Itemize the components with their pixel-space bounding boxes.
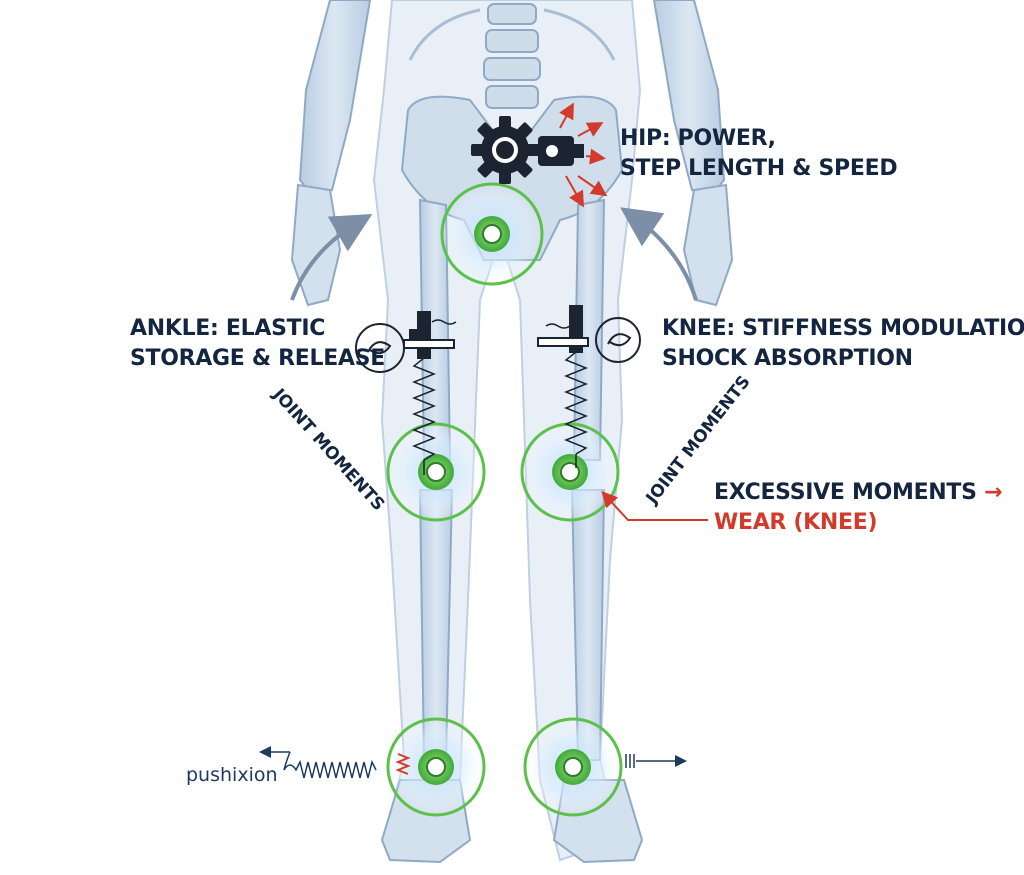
left-ankle-joint-marker — [386, 717, 486, 817]
hip-label: HIP: POWER, STEP LENGTH & SPEED — [620, 124, 898, 184]
right-knee-joint-marker — [520, 422, 620, 522]
rib-cage — [408, 8, 616, 61]
ankle-label-line1: ANKLE: ELASTIC — [130, 316, 326, 341]
ankle-label-line2: STORAGE & RELEASE — [130, 346, 385, 371]
knee-spring-actuator-icon — [537, 305, 641, 468]
push-spring-icon — [259, 746, 411, 779]
left-arm — [298, 0, 372, 202]
ankle-spring-actuator-icon — [355, 311, 457, 475]
ankle-label: ANKLE: ELASTIC STORAGE & RELEASE — [130, 314, 385, 374]
hip-label-line2: STEP LENGTH & SPEED — [620, 156, 898, 181]
excessive-line1: EXCESSIVE MOMENTS — [714, 480, 977, 505]
knee-label-line1: KNEE: STIFFNESS MODULATION, — [662, 316, 1024, 341]
excessive-moments-label: EXCESSIVE MOMENTS → WEAR (KNEE) — [714, 478, 1002, 538]
right-hand — [682, 183, 734, 307]
pushixion-label: pushixion — [186, 764, 278, 786]
excessive-arrow: → — [984, 480, 1003, 505]
hip-label-line1: HIP: POWER, — [620, 126, 776, 151]
knee-label: KNEE: STIFFNESS MODULATION, SHOCK ABSORP… — [662, 314, 1024, 374]
hip-force-arrows — [559, 102, 608, 208]
left-knee-joint-marker — [386, 422, 486, 522]
right-grey-curved-arrow — [620, 207, 698, 301]
excessive-line2: WEAR (KNEE) — [714, 510, 878, 535]
left-grey-curved-arrow — [290, 214, 373, 301]
right-ankle-arrow — [625, 754, 687, 768]
spine — [483, 3, 541, 109]
right-ankle-joint-marker — [523, 717, 623, 817]
gear-motor-icon — [471, 116, 584, 184]
knee-label-line2: SHOCK ABSORPTION — [662, 346, 913, 371]
hip-joint-marker — [440, 182, 544, 286]
wear-pointer-line — [601, 491, 708, 521]
